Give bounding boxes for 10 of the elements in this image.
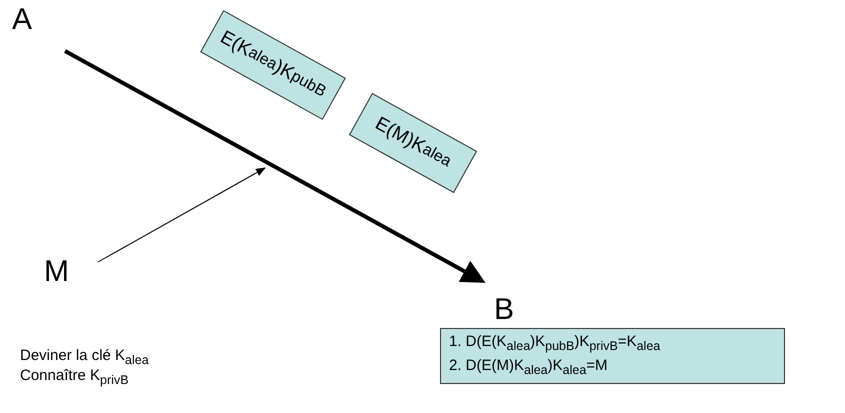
note-text: Deviner la clé K$_{alea}$ (20, 346, 149, 369)
node-label: B (494, 296, 514, 324)
node-label: A (12, 6, 32, 34)
note-text: Connaître K$_{privB}$ (20, 366, 129, 389)
node-label: M (44, 258, 69, 286)
result-box (440, 328, 785, 384)
equation-text: 1. D(E(K$_{alea}$)K$_{pubB}$)K$_{privB}$=K$_{alea}$ (449, 332, 662, 355)
leader-arrow (98, 168, 266, 262)
arrow (64, 49, 486, 283)
equation-text: 2. D(E(M)K$_{alea}$)K$_{alea}$=M (449, 356, 609, 379)
